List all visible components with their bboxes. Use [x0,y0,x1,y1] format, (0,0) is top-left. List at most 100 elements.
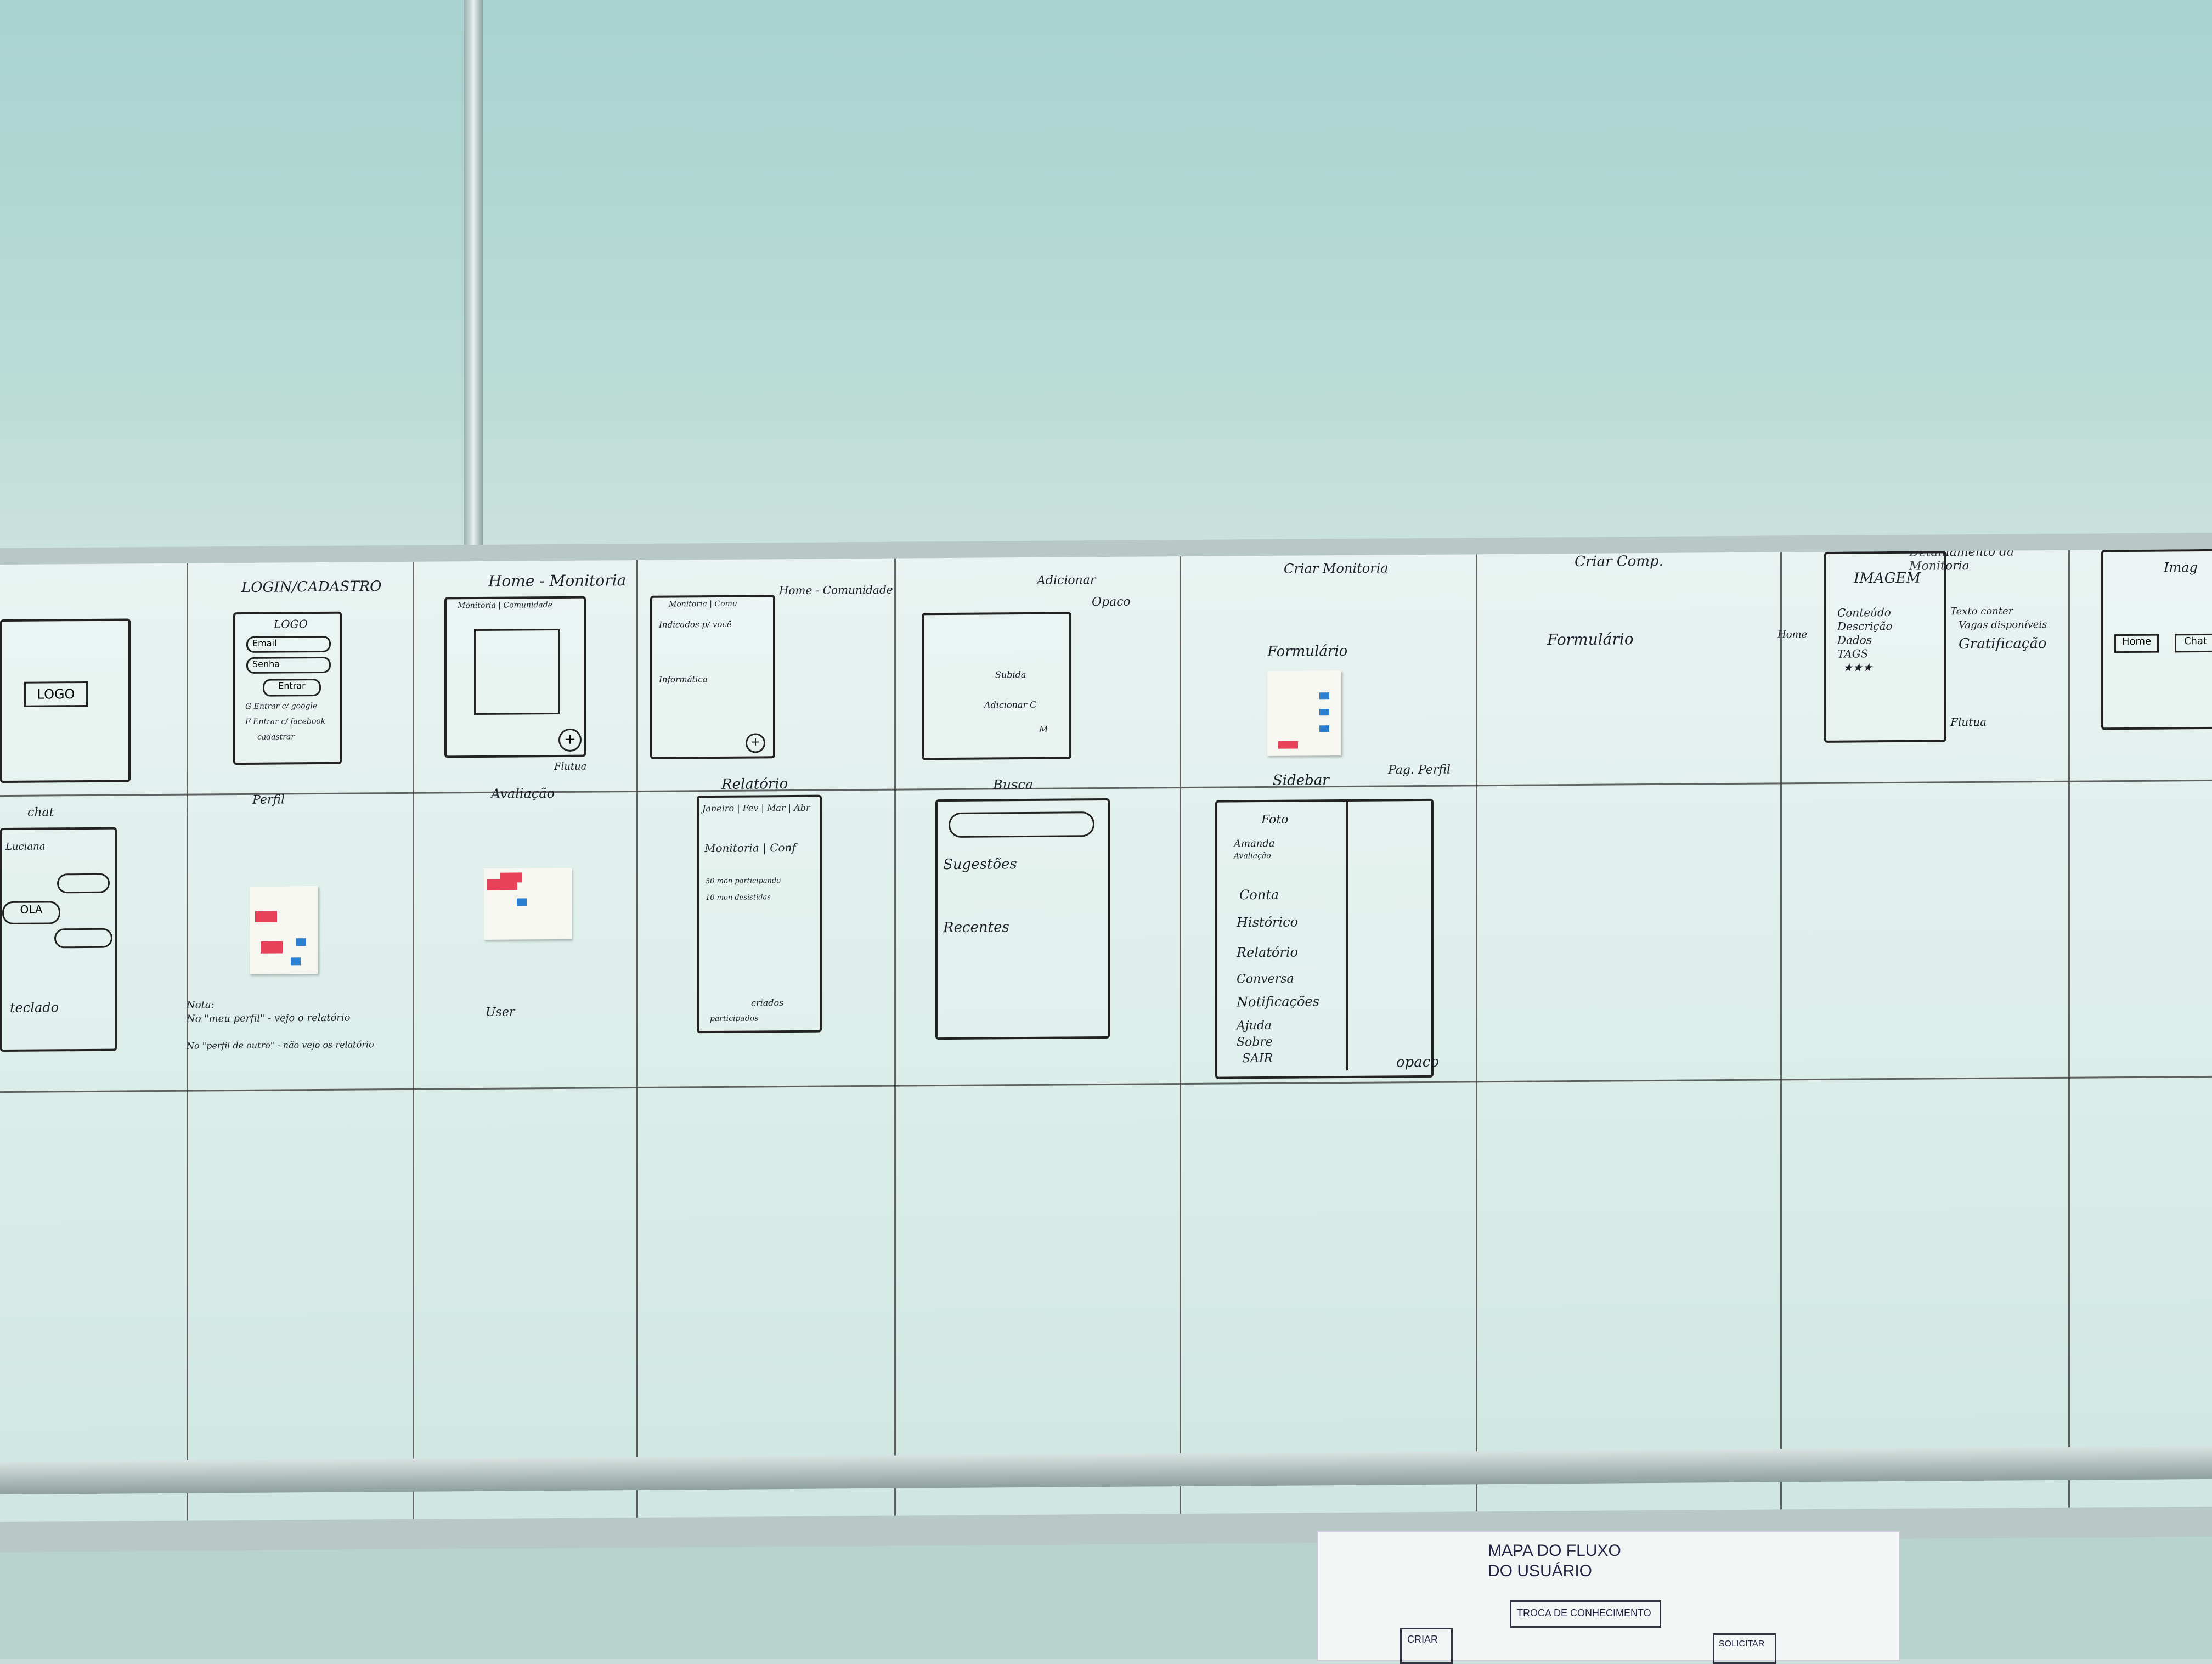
mark [291,957,301,966]
login-sketch: LOGO Email Senha Entrar G Entrar c/ goog… [233,611,342,765]
wall-pole-top [464,0,483,549]
relatorio-criados: criados [751,997,784,1008]
grid-line [636,560,638,1518]
login-google: G Entrar c/ google [245,702,318,711]
busca-sketch: Sugestões Recentes [935,798,1110,1040]
texto-conter: Texto conter [1950,605,2013,618]
relatorio-sketch: Janeiro | Fev | Mar | Abr Monitoria | Co… [697,794,822,1034]
fab-add-icon: + [558,728,582,752]
sidebar-nome: Amanda [1234,837,1275,850]
poster-solicitar: SOLICITAR [1719,1639,1765,1649]
label-opaco-bottom: opaco [1396,1053,1440,1071]
chat-bubble: OLA [2,901,60,925]
mark [1319,725,1329,732]
mark [1319,692,1329,700]
poster-box-solicitar: SOLICITAR [1713,1633,1776,1664]
chat-sketch: Luciana OLA teclado [0,827,117,1052]
mark [296,938,306,946]
label-login: LOGIN/CADASTRO [241,578,382,596]
mark [517,898,527,906]
label-criar-monitoria: Criar Monitoria [1284,560,1389,577]
poster-criar: CRIAR [1407,1634,1438,1645]
poster-box-criar: CRIAR [1400,1628,1453,1664]
label-busca: Busca [993,776,1034,793]
mark [1278,741,1298,749]
grid-line [894,558,896,1516]
home-comunidade-sketch: Monitoria | Comu Indicados p/ você Infor… [650,595,775,759]
indicados-label: Indicados p/ você [659,619,732,630]
perfil-sticky-note [250,886,318,974]
label-opaco-top: Opaco [1092,595,1131,610]
poster-title-2: DO USUÁRIO [1488,1562,1593,1580]
login-logo: LOGO [274,617,308,631]
conteudo-label: Conteúdo [1837,606,1891,619]
splash-sketch: LOGO [0,618,131,783]
adicionar-m: M [1039,724,1048,735]
informatica-label: Informática [659,674,708,685]
home-monitoria-sketch: Monitoria | Comunidade + [444,596,586,758]
relatorio-item-2: 10 mon desistidas [706,893,771,902]
detalhamento-sketch: IMAGEM Conteúdo Descrição Dados TAGS ★★★ [1824,551,1946,743]
busca-sugestoes: Sugestões [943,856,1017,873]
sidebar-relatorio: Relatório [1237,944,1298,961]
descricao-label: Descrição [1837,619,1893,633]
home-arrow-label: Home [1778,629,1808,641]
mark [261,941,283,954]
dados-label: Dados [1837,633,1872,647]
adicionar-sketch: Subida Adicionar C M [922,612,1071,760]
label-home-monitoria: Home - Monitoria [488,571,627,590]
imagem-label: IMAGEM [1854,569,1921,587]
relatorio-item-1: 50 mon participando [706,877,781,886]
grid-line [1780,552,1782,1510]
sidebar-conta: Conta [1239,887,1279,903]
right-imag: Imag [2164,560,2198,576]
form-sticky-note [1267,670,1341,756]
sidebar-panel: Foto Amanda Avaliação Conta Histórico Re… [1228,801,1348,1071]
user-label: User [486,1005,515,1019]
comunidade-tabs: Monitoria | Comu [669,599,737,609]
mark [255,911,277,922]
gratificacao-label: Gratificação [1959,635,2047,653]
sidebar-sair: SAIR [1242,1051,1273,1066]
relatorio-months: Janeiro | Fev | Mar | Abr [702,802,810,814]
chat-bubble [57,873,110,894]
stars-label: ★★★ [1843,661,1872,674]
formulario-2: Formulário [1547,630,1634,649]
sidebar-sketch: Foto Amanda Avaliação Conta Histórico Re… [1215,798,1434,1079]
login-password-field: Senha [246,656,331,674]
label-perfil: Perfil [252,793,285,807]
login-email-field: Email [246,635,331,653]
grid-line [1476,554,1477,1512]
grid-line [1180,556,1181,1514]
avaliacao-sticky-note [484,867,572,940]
relatorio-participados: participados [710,1014,759,1024]
sidebar-conversa: Conversa [1237,972,1294,986]
grid-line [2068,550,2070,1508]
sidebar-ajuda: Ajuda [1237,1018,1272,1033]
busca-recentes: Recentes [943,919,1009,937]
mark [1319,709,1329,716]
grid-line [0,1075,2212,1093]
tags-label: TAGS [1837,647,1869,661]
sidebar-foto: Foto [1261,813,1289,827]
poster-title-1: MAPA DO FLUXO [1488,1542,1621,1560]
home-tabs: Monitoria | Comunidade [458,601,552,611]
note-line-1: No "meu perfil" - vejo o relatório [187,1012,351,1025]
label-relatorio: Relatório [721,776,788,793]
sidebar-historico: Histórico [1237,914,1299,930]
label-sidebar: Sidebar [1273,772,1329,789]
mark [500,872,522,883]
right-edge-sketch: Imag Home Chat [2101,549,2212,730]
sidebar-sobre: Sobre [1237,1035,1273,1050]
flutua-label: Flutua [554,760,587,773]
label-criar-comp: Criar Comp. [1575,552,1663,571]
login-facebook: F Entrar c/ facebook [245,717,326,726]
chat-keyboard: teclado [10,1000,59,1016]
note-line-2: No "perfil de outro" - não vejo os relat… [187,1039,374,1051]
busca-search-input [949,811,1094,838]
label-chat: chat [27,805,54,820]
poster-box-troca: TROCA DE CONHECIMENTO [1510,1600,1661,1628]
adicionar-subida: Subida [995,669,1026,680]
label-pag-perfil: Pag. Perfil [1388,763,1451,777]
label-avaliacao: Avaliação [491,786,555,802]
